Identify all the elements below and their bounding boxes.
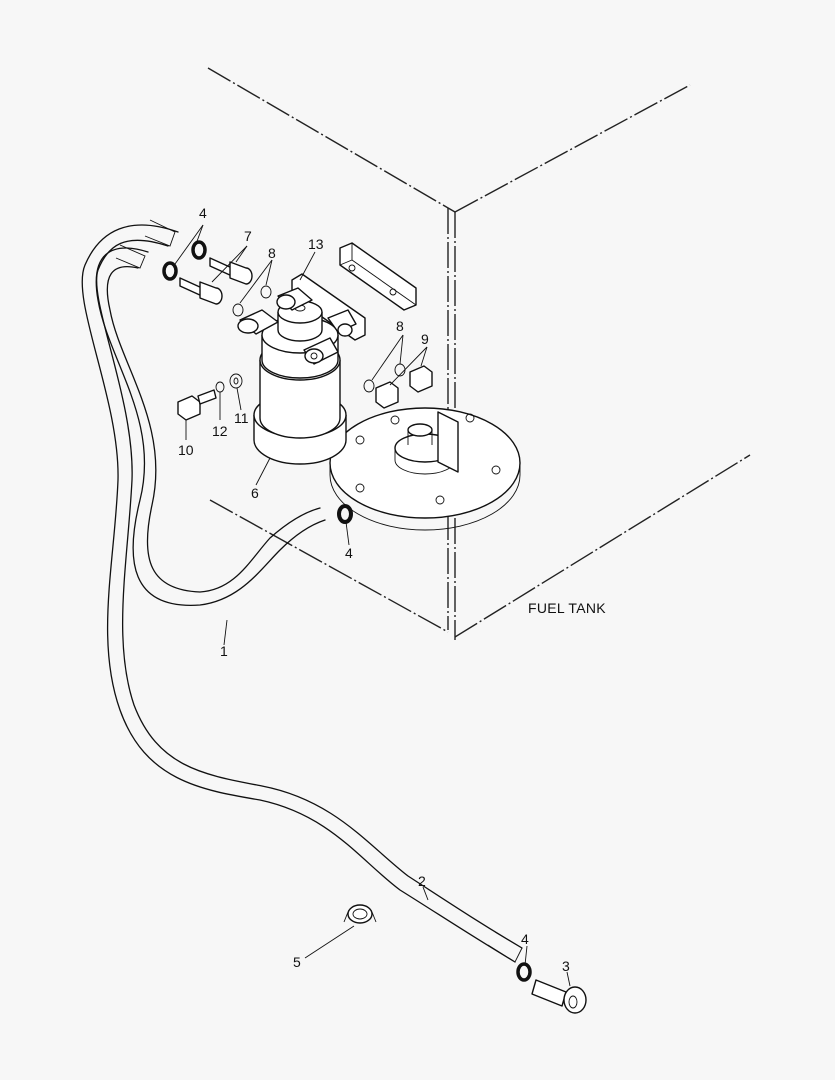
fuel-filter <box>237 287 357 465</box>
leader-lines <box>174 224 571 987</box>
callout-3: 3 <box>562 958 570 974</box>
callout-5: 5 <box>293 954 301 970</box>
callout-4-bottom: 4 <box>521 931 529 947</box>
callout-6: 6 <box>251 485 259 501</box>
callout-8-top: 8 <box>268 245 276 261</box>
callout-4-top: 4 <box>199 205 207 221</box>
hose-end-rings <box>337 504 532 982</box>
callout-1: 1 <box>220 643 228 659</box>
callout-11: 11 <box>234 410 249 426</box>
tank-sender-flange <box>329 407 521 531</box>
drain-plugs <box>375 365 433 409</box>
fuel-tank-label: FUEL TANK <box>528 600 606 616</box>
callout-12: 12 <box>212 423 228 439</box>
callout-10: 10 <box>178 442 194 458</box>
callout-7: 7 <box>244 228 252 244</box>
callout-9: 9 <box>421 331 429 347</box>
hose-clamp <box>343 904 377 924</box>
callout-4-middle: 4 <box>345 545 353 561</box>
sealing-washers <box>162 240 406 393</box>
banjo-fittings <box>179 257 253 305</box>
callout-13: 13 <box>308 236 324 252</box>
callout-8-right: 8 <box>396 318 404 334</box>
mounting-bolt <box>177 389 217 421</box>
callout-labels: 4 7 8 13 8 9 10 12 11 6 4 FUEL TANK 1 2 … <box>178 205 606 974</box>
fuel-hose-2 <box>81 219 523 963</box>
callout-2: 2 <box>418 873 426 889</box>
end-banjo-fitting <box>531 979 587 1014</box>
